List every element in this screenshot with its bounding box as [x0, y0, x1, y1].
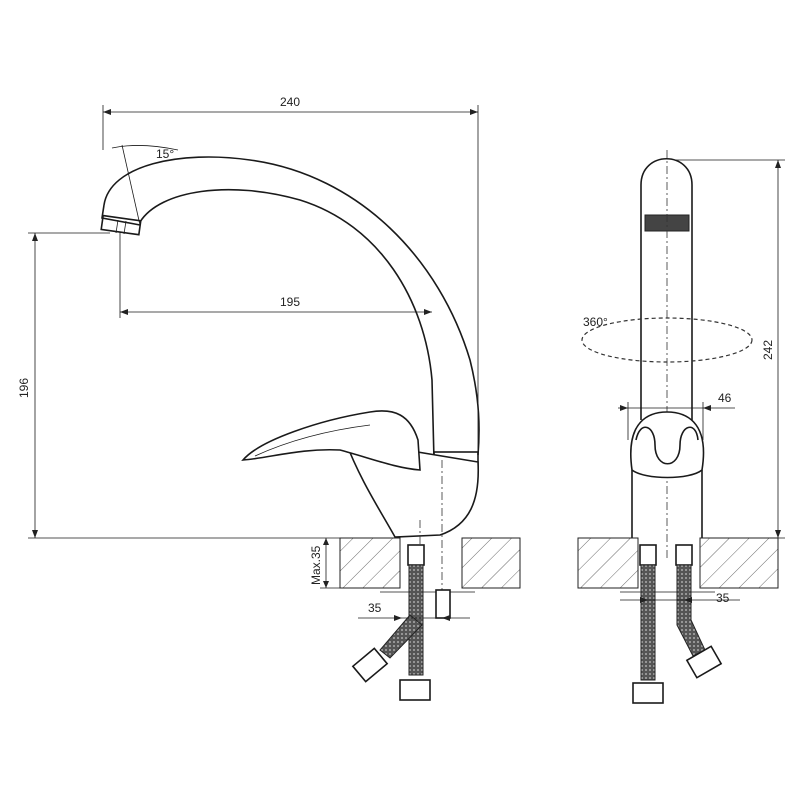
- label-196: 196: [17, 378, 31, 398]
- label-max-35: Max.35: [309, 545, 323, 585]
- hoses-front: [632, 544, 723, 704]
- dimension-spout-height: 196: [17, 232, 340, 539]
- label-242: 242: [761, 340, 775, 360]
- dimension-spout-reach: 195: [119, 232, 432, 318]
- label-360-deg: 360°: [583, 315, 608, 329]
- label-195: 195: [280, 295, 300, 309]
- countertop-front: [577, 537, 779, 593]
- side-view: 240 15° 195 196: [17, 95, 521, 701]
- dimension-max-countertop: Max.35: [309, 538, 340, 589]
- hoses-side: [351, 544, 451, 701]
- front-view: 242 360° 46 35: [577, 150, 785, 704]
- label-240: 240: [280, 95, 300, 109]
- rotation-indicator: 360°: [581, 315, 753, 363]
- handle-front: [630, 411, 705, 538]
- dimension-body-width: 46: [618, 391, 735, 440]
- spout: [100, 156, 480, 471]
- dimension-total-reach: 240: [102, 95, 479, 450]
- countertop-side: [339, 537, 521, 593]
- label-46: 46: [718, 391, 732, 405]
- dimension-hose-spacing-front: 35: [620, 591, 740, 605]
- dimension-hose-spacing-side: 35: [358, 601, 470, 621]
- spout-front: [640, 150, 693, 560]
- label-15-deg: 15°: [156, 147, 174, 161]
- label-35-side: 35: [368, 601, 382, 615]
- label-35-front: 35: [716, 591, 730, 605]
- dimension-spout-angle: 15°: [111, 144, 179, 226]
